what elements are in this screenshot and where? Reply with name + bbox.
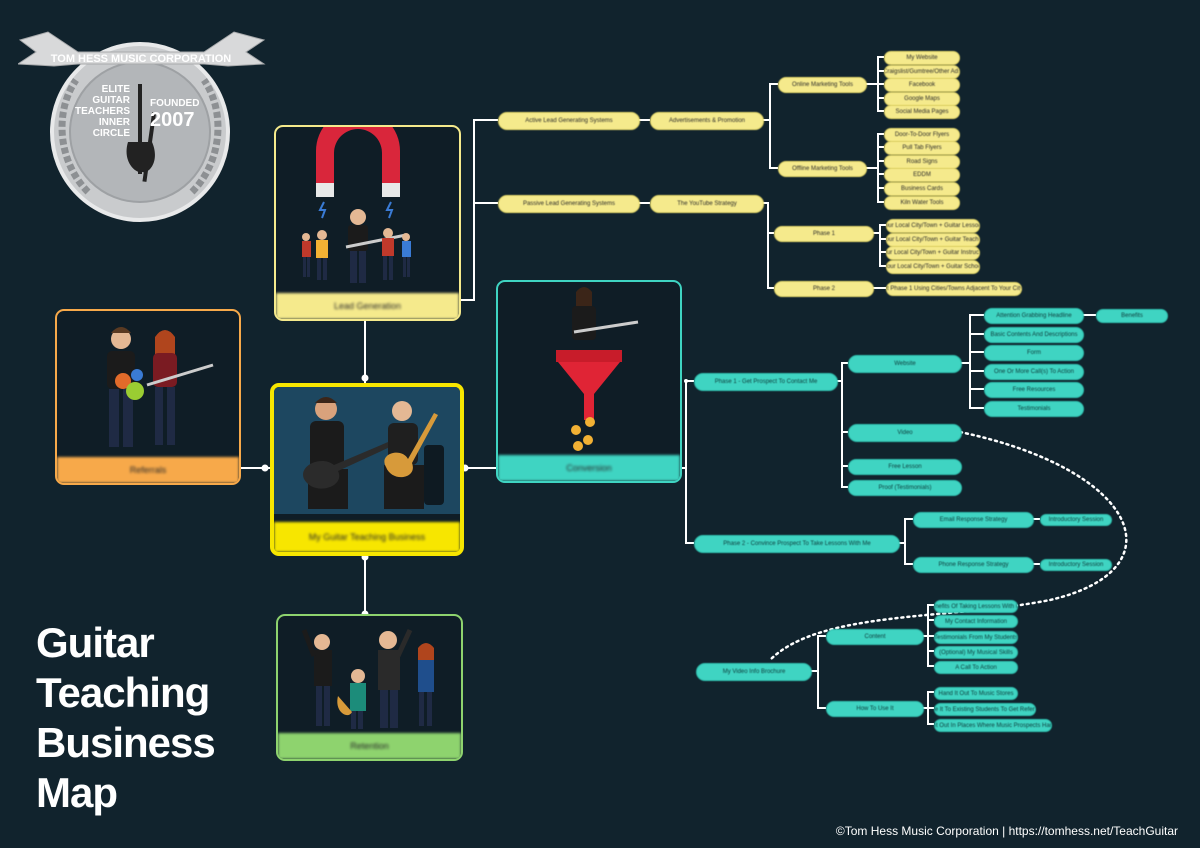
node-passive-lead-systems[interactable]: Passive Lead Generating Systems: [498, 195, 640, 213]
title-line-1: Guitar: [36, 619, 155, 666]
conversion-card[interactable]: Conversion: [496, 280, 682, 483]
node-content-item-5[interactable]: A Call To Action: [934, 661, 1018, 674]
node-conversion-phase-2[interactable]: Phase 2 - Convince Prospect To Take Less…: [694, 535, 900, 553]
node-online-item-2[interactable]: Craigslist/Gumtree/Other Ads: [884, 65, 960, 79]
node-brochure-how-to-use[interactable]: How To Use It: [826, 701, 924, 717]
conversion-label: Conversion: [498, 455, 680, 481]
node-content-item-2[interactable]: My Contact Information: [934, 615, 1018, 628]
badge-left-line-3: TEACHERS: [75, 106, 130, 117]
badge-left-line-1: ELITE: [102, 84, 131, 95]
title-line-3: Business: [36, 719, 216, 766]
node-website-item-2[interactable]: Basic Contents And Descriptions: [984, 327, 1084, 343]
node-website-item-6[interactable]: Testimonials: [984, 401, 1084, 417]
node-headline-child[interactable]: Benefits: [1096, 309, 1168, 323]
referrals-card[interactable]: Referrals: [55, 309, 241, 485]
node-email-response[interactable]: Email Response Strategy: [913, 512, 1034, 528]
node-youtube-phase-1[interactable]: Phase 1: [774, 226, 874, 242]
node-online-item-1[interactable]: My Website: [884, 51, 960, 65]
magnet-guitarists-illustration: [302, 127, 411, 283]
teacher-student-illustration: [274, 387, 460, 514]
node-proof-testimonials[interactable]: Proof (Testimonials): [848, 480, 962, 496]
node-email-child[interactable]: Introductory Session: [1040, 514, 1112, 526]
title-line-4: Map: [36, 769, 118, 816]
node-content-item-4[interactable]: (Optional) My Musical Skills: [934, 646, 1018, 659]
node-offline-item-4[interactable]: EDDM: [884, 168, 960, 182]
node-active-lead-systems[interactable]: Active Lead Generating Systems: [498, 112, 640, 130]
node-website[interactable]: Website: [848, 355, 962, 373]
lead-generation-card[interactable]: Lead Generation: [274, 125, 461, 321]
node-conversion-phase-1[interactable]: Phase 1 - Get Prospect To Contact Me: [694, 373, 838, 391]
node-website-item-4[interactable]: One Or More Call(s) To Action: [984, 364, 1084, 380]
node-phase1-item-4[interactable]: Your Local City/Town + Guitar School: [886, 260, 980, 274]
badge-banner-text: TOM HESS MUSIC CORPORATION: [51, 53, 232, 65]
node-content-item-3[interactable]: Testimonials From My Students: [934, 631, 1018, 644]
node-phase2-item[interactable]: Repeat Phase 1 Using Cities/Towns Adjace…: [886, 282, 1022, 296]
node-video-brochure[interactable]: My Video Info Brochure: [696, 663, 812, 681]
node-how-item-2[interactable]: Give It To Existing Students To Get Refe…: [934, 703, 1036, 716]
lead-generation-label: Lead Generation: [276, 293, 459, 319]
node-offline-item-5[interactable]: Business Cards: [884, 182, 960, 196]
node-offline-item-2[interactable]: Pull Tab Flyers: [884, 141, 960, 155]
node-website-item-5[interactable]: Free Resources: [984, 382, 1084, 398]
node-phone-response[interactable]: Phone Response Strategy: [913, 557, 1034, 573]
badge-left-line-4: INNER: [99, 117, 131, 128]
center-card[interactable]: My Guitar Teaching Business: [270, 383, 464, 556]
node-offline-item-3[interactable]: Road Signs: [884, 155, 960, 169]
node-youtube-strategy[interactable]: The YouTube Strategy: [650, 195, 764, 213]
node-advertisements-promotion[interactable]: Advertisements & Promotion: [650, 112, 764, 130]
node-online-item-4[interactable]: Google Maps: [884, 92, 960, 106]
node-phase1-item-1[interactable]: Your Local City/Town + Guitar Lessons: [886, 219, 980, 233]
node-free-lesson[interactable]: Free Lesson: [848, 459, 962, 475]
node-content-item-1[interactable]: Benefits Of Taking Lessons With Me: [934, 600, 1018, 613]
node-phase1-item-3[interactable]: Your Local City/Town + Guitar Instructor: [886, 246, 980, 260]
badge-left-line-5: CIRCLE: [93, 128, 131, 139]
badge-left-line-2: GUITAR: [92, 95, 130, 106]
badge-founded-year: 2007: [150, 109, 195, 131]
copyright-credit: ©Tom Hess Music Corporation | https://to…: [835, 824, 1178, 838]
node-phone-child[interactable]: Introductory Session: [1040, 559, 1112, 571]
map-title: Guitar Teaching Business Map: [36, 618, 216, 818]
node-how-item-1[interactable]: Hand It Out To Music Stores: [934, 687, 1018, 700]
node-offline-item-1[interactable]: Door-To-Door Flyers: [884, 128, 960, 142]
node-website-item-1[interactable]: Attention Grabbing Headline: [984, 308, 1084, 324]
node-how-item-3[interactable]: Hand It Out In Places Where Music Prospe…: [934, 719, 1052, 732]
retention-illustration: [301, 628, 434, 729]
referrals-label: Referrals: [57, 457, 239, 483]
funnel-coins-illustration: [556, 287, 639, 451]
founded-badge-logo: TOM HESS MUSIC CORPORATION ELITE GUITAR …: [18, 31, 266, 222]
badge-founded-label: FOUNDED: [150, 98, 199, 109]
node-offline-marketing-tools[interactable]: Offline Marketing Tools: [778, 161, 867, 177]
node-website-item-3[interactable]: Form: [984, 345, 1084, 361]
referrals-illustration: [107, 327, 214, 447]
node-online-item-3[interactable]: Facebook: [884, 78, 960, 92]
node-offline-item-6[interactable]: Kiln Water Tools: [884, 196, 960, 210]
title-line-2: Teaching: [36, 669, 210, 716]
retention-label: Retention: [278, 733, 461, 759]
node-brochure-content[interactable]: Content: [826, 629, 924, 645]
retention-card[interactable]: Retention: [276, 614, 463, 761]
node-online-marketing-tools[interactable]: Online Marketing Tools: [778, 77, 867, 93]
node-phase1-item-2[interactable]: Your Local City/Town + Guitar Teacher: [886, 233, 980, 247]
center-label: My Guitar Teaching Business: [274, 522, 460, 552]
node-youtube-phase-2[interactable]: Phase 2: [774, 281, 874, 297]
node-online-item-5[interactable]: Social Media Pages: [884, 105, 960, 119]
node-video[interactable]: Video: [848, 424, 962, 442]
